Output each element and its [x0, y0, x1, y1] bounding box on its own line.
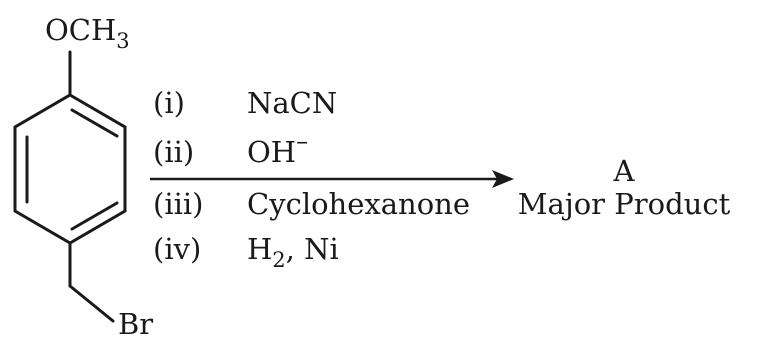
ring-double-bond-top: [70, 108, 119, 138]
bromine-label: Br: [118, 307, 153, 341]
bond-ch2-to-br: [68, 284, 115, 323]
reagent-3-text: Cyclohexanone: [247, 187, 470, 221]
reagent-2-text: OH–: [247, 127, 308, 169]
reagent-3-number: (iii): [153, 187, 203, 221]
reagent-4-number: (iv): [153, 232, 201, 266]
product: A Major Product: [518, 154, 731, 221]
benzene-ring: [13, 93, 127, 245]
ring-double-bond-bottom: [70, 201, 119, 231]
methoxy-label: OCH3: [45, 13, 130, 53]
arrow-head: [492, 170, 514, 188]
reagent-list: (i) NaCN (ii) OH– (iii) Cyclohexanone (i…: [153, 86, 470, 272]
reaction-arrow: [150, 170, 514, 188]
reagent-1-number: (i): [153, 86, 185, 120]
starting-molecule: OCH3 Br: [13, 13, 153, 341]
product-caption: Major Product: [518, 187, 731, 221]
reagent-1-text: NaCN: [247, 86, 337, 120]
product-label: A: [613, 154, 636, 188]
reagent-2-number: (ii): [153, 135, 194, 169]
reagent-4-text: H2, Ni: [247, 232, 339, 272]
